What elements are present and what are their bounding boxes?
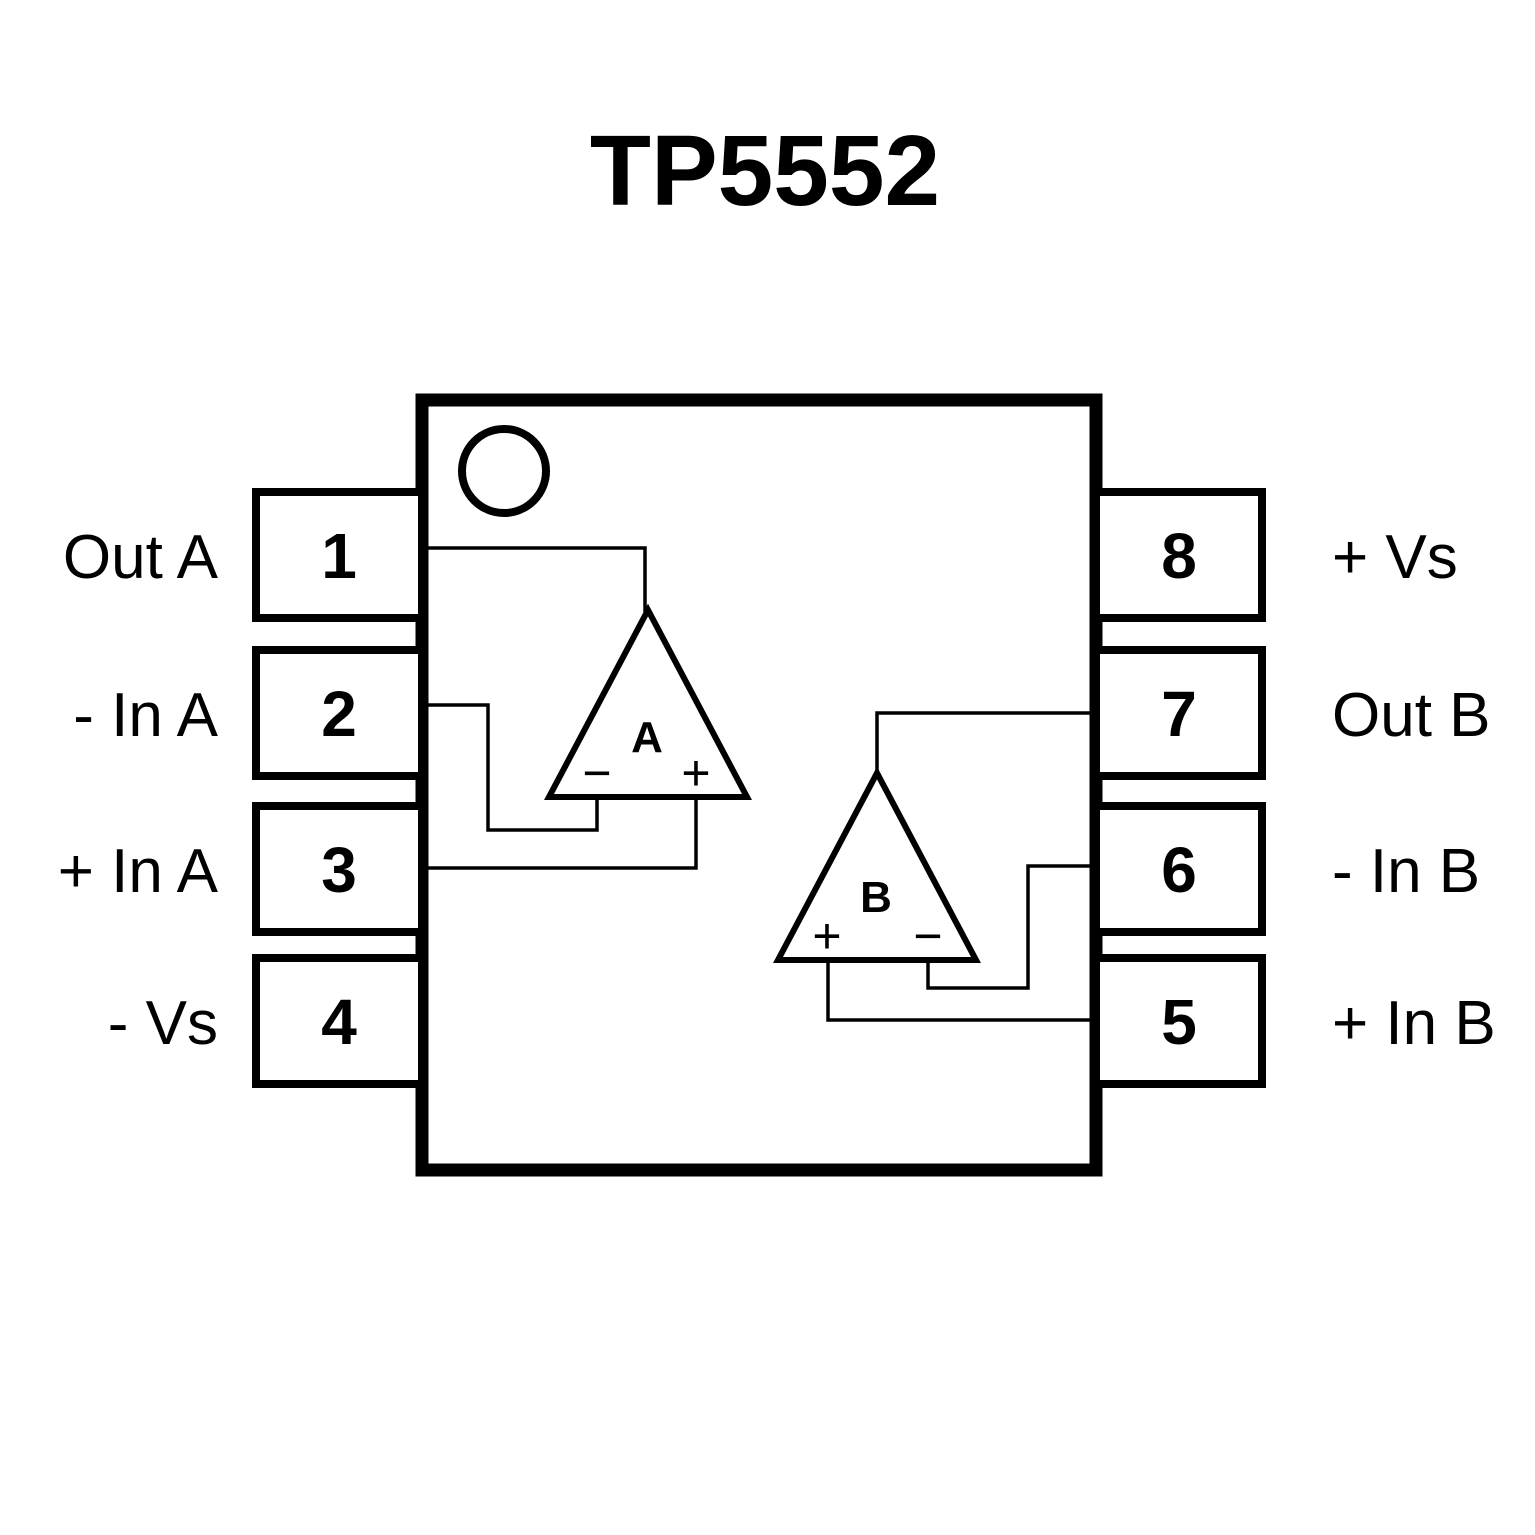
opamp-b-noninverting-sign: + [812, 908, 841, 964]
opamp-a: A − + [544, 603, 752, 801]
wire-pin3-to-opamp-a-noninverting [428, 795, 698, 870]
ic-body [415, 393, 1103, 1177]
pin-1: 1 Out A [63, 488, 426, 622]
pin-4: 4 - Vs [108, 954, 426, 1088]
wire-pin2-to-opamp-a-inverting [428, 703, 599, 832]
pin-3-box [252, 802, 426, 936]
pin-1-box [252, 488, 426, 622]
pin-5-box [1092, 954, 1266, 1088]
opamp-a-label: A [631, 713, 663, 762]
pin-7-box [1092, 646, 1266, 780]
pin-8-label: + Vs [1332, 523, 1458, 592]
pin-7-label: Out B [1332, 681, 1491, 750]
pin-3-label: + In A [58, 837, 219, 906]
chip-title: TP5552 [590, 115, 940, 227]
opamp-b-label: B [860, 873, 892, 922]
pin1-indicator-icon [458, 425, 550, 517]
pin-3-number: 3 [321, 834, 357, 906]
pin-8: 8 + Vs [1092, 488, 1458, 622]
wire-pin1-to-opamp-a-output [428, 546, 647, 612]
opamp-a-triangle [544, 603, 752, 800]
opamp-b-triangle [773, 766, 981, 963]
opamp-a-noninverting-sign: + [681, 745, 710, 801]
pin-4-box [252, 954, 426, 1088]
pin-6-label: - In B [1332, 837, 1480, 906]
pin-6: 6 - In B [1092, 802, 1480, 936]
pin-8-box [1092, 488, 1266, 622]
wire-pin7-to-opamp-b-output [875, 711, 1092, 775]
opamp-a-inverting-sign: − [582, 745, 611, 801]
pin-5: 5 + In B [1092, 954, 1496, 1088]
pin-1-label: Out A [63, 523, 219, 592]
pin-6-number: 6 [1161, 834, 1197, 906]
pin-4-number: 4 [321, 986, 357, 1058]
pin-5-label: + In B [1332, 989, 1496, 1058]
pin-7: 7 Out B [1092, 646, 1491, 780]
wire-pin5-to-opamp-b-noninverting [826, 958, 1092, 1022]
pin-2-label: - In A [73, 681, 218, 750]
pin-2-number: 2 [321, 678, 357, 750]
pin-1-number: 1 [321, 520, 357, 592]
wire-pin6-to-opamp-b-inverting [926, 864, 1092, 990]
pin-8-number: 8 [1161, 520, 1197, 592]
pin-2-box [252, 646, 426, 780]
opamp-b-inverting-sign: − [913, 908, 942, 964]
pin-2: 2 - In A [73, 646, 426, 780]
pin-5-number: 5 [1161, 986, 1197, 1058]
pin-7-number: 7 [1161, 678, 1197, 750]
pin-3: 3 + In A [58, 802, 426, 936]
pin-4-label: - Vs [108, 989, 218, 1058]
pin-6-box [1092, 802, 1266, 936]
opamp-b: B + − [773, 766, 981, 964]
